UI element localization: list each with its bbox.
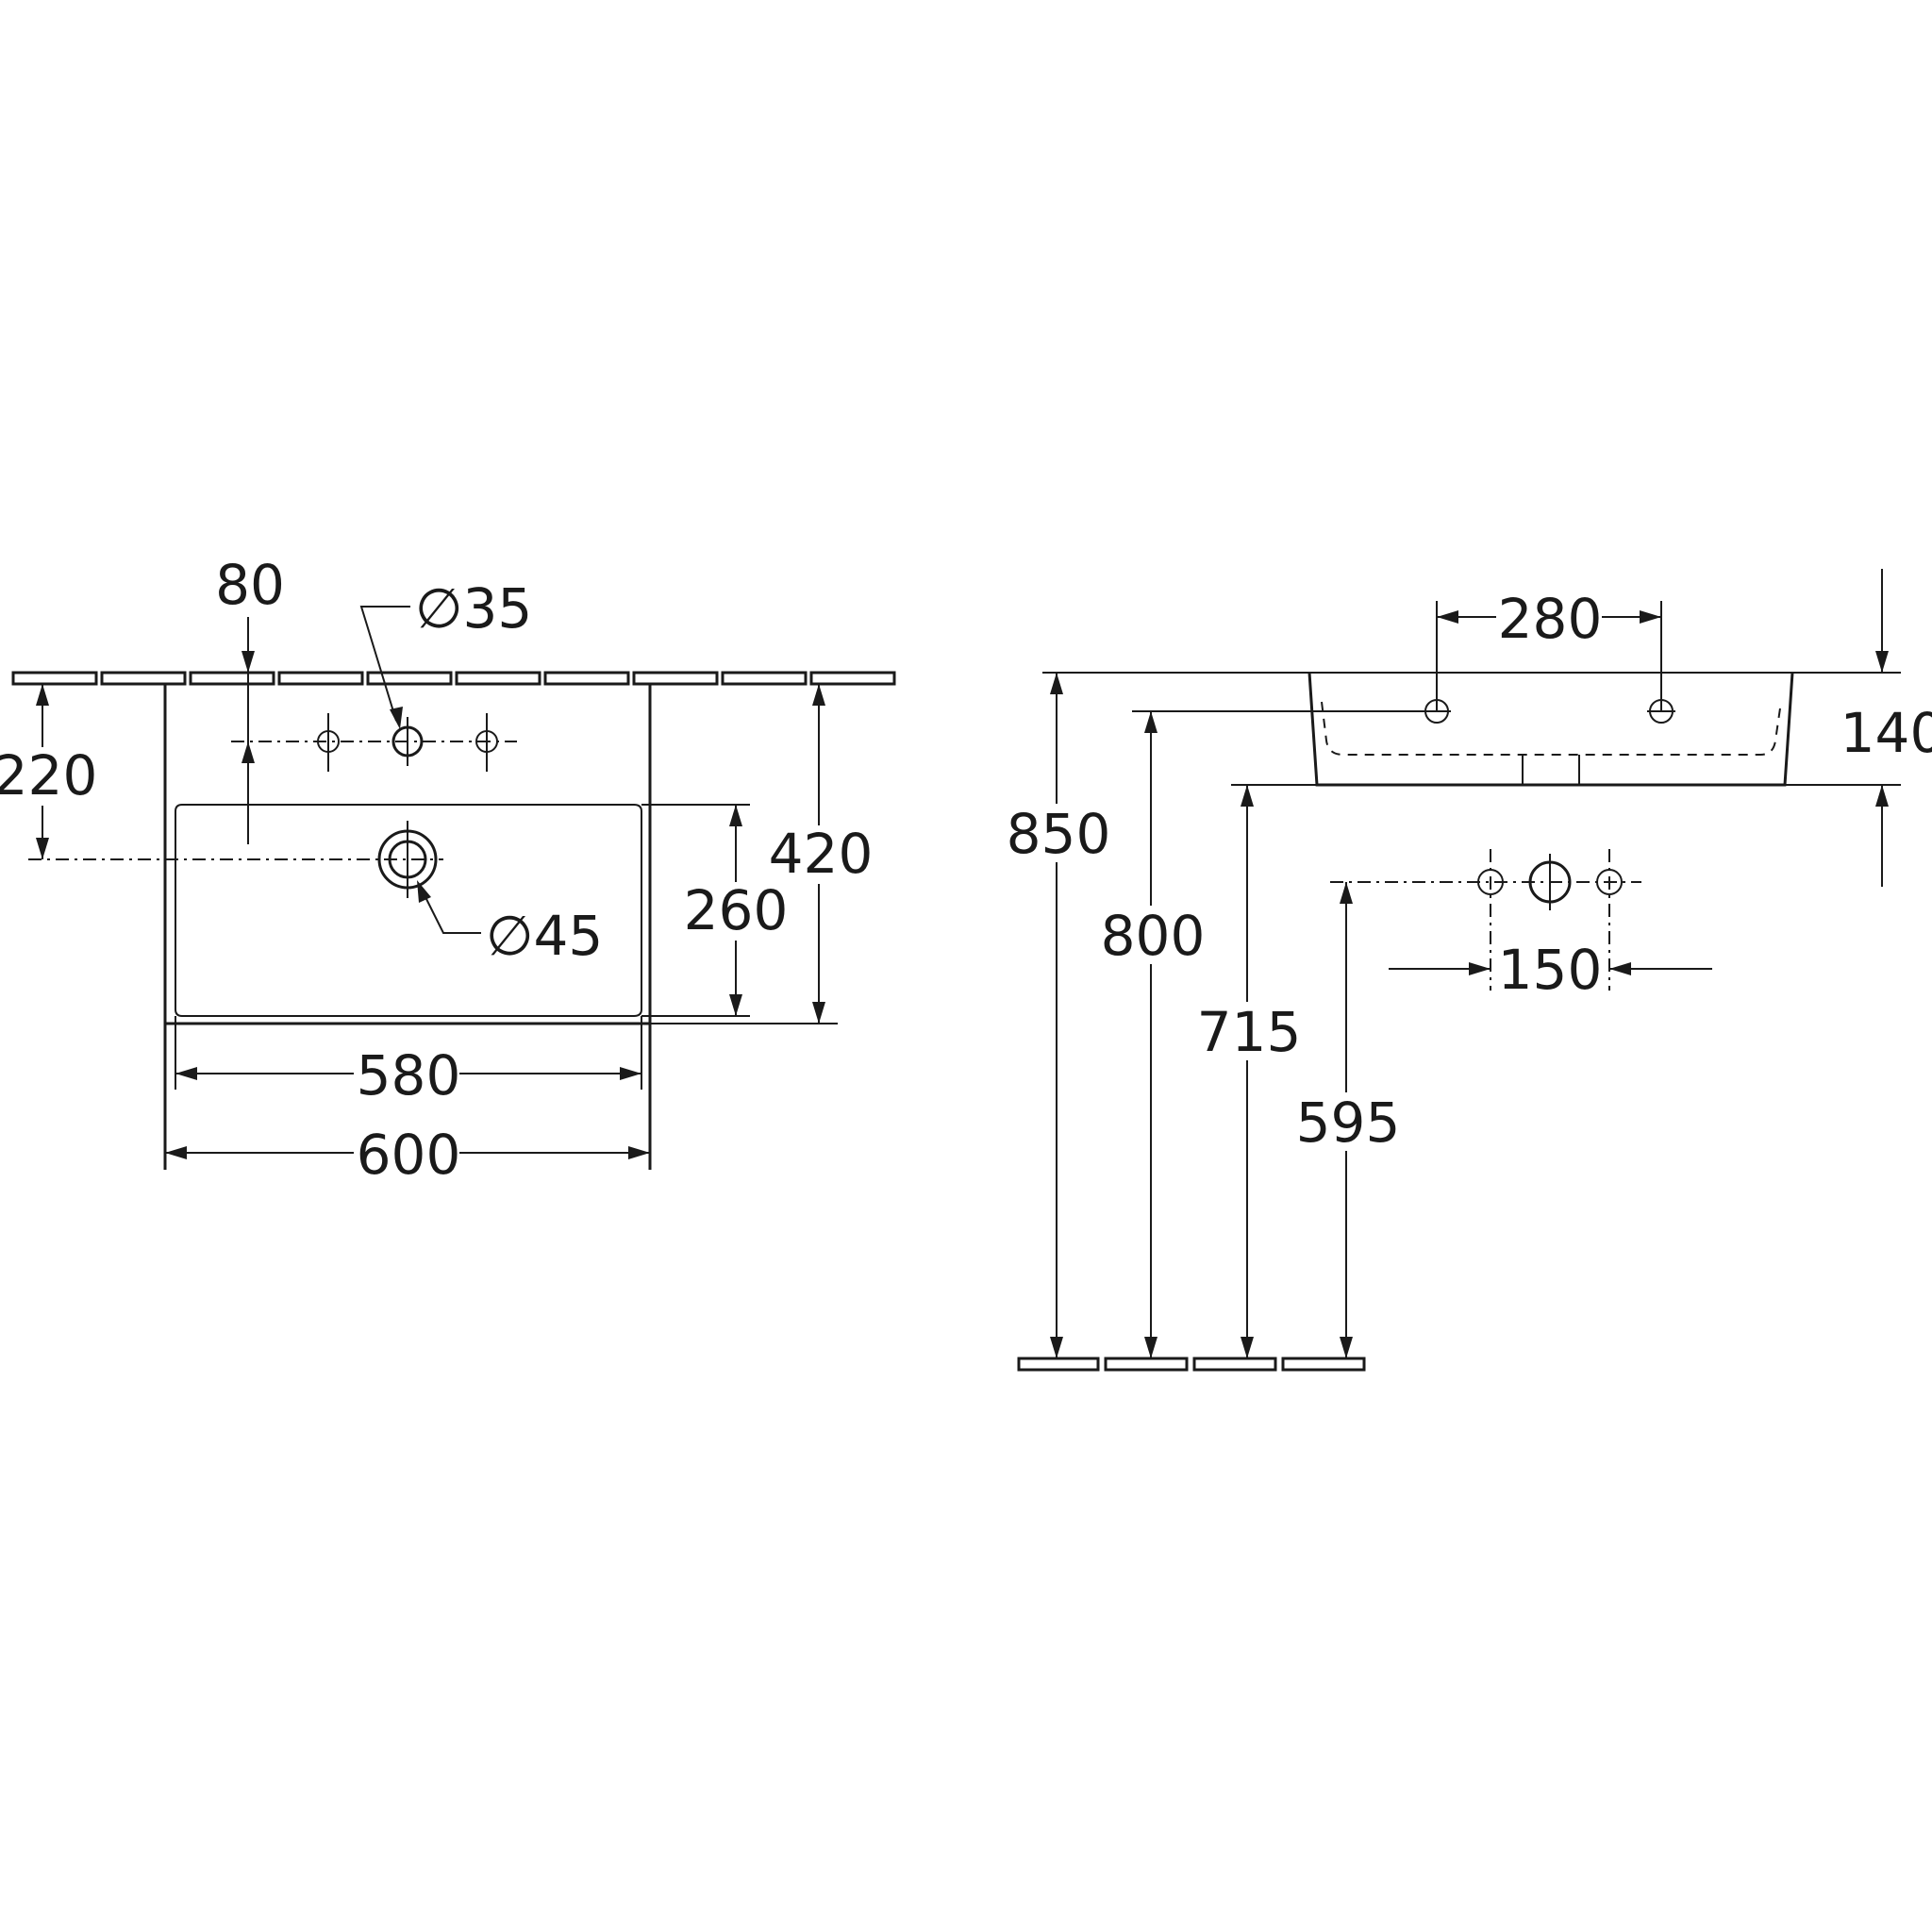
dim-140-label: 140 xyxy=(1840,701,1932,765)
dimension-280: 280 xyxy=(1436,587,1662,711)
front-view: 80 ∅35 220 ∅45 xyxy=(0,553,896,1187)
dimension-420: 420 xyxy=(650,684,873,1024)
dim-d45-label: ∅45 xyxy=(486,904,603,968)
dimension-580: 580 xyxy=(175,1016,642,1108)
dimension-715: 715 xyxy=(1196,785,1301,1358)
dim-d35-label: ∅35 xyxy=(415,576,532,641)
tap-holes xyxy=(231,713,517,772)
dim-600-label: 600 xyxy=(357,1123,461,1187)
waste-outlet xyxy=(28,821,443,898)
dimension-140: 140 xyxy=(1840,569,1932,887)
dimension-d45: ∅45 xyxy=(417,880,603,968)
floor xyxy=(1017,1357,1366,1372)
side-view: 280 140 850 xyxy=(1006,569,1932,1372)
dim-260-label: 260 xyxy=(684,878,789,942)
dimension-850: 850 xyxy=(1006,673,1110,1358)
dimension-150: 150 xyxy=(1389,938,1712,1002)
dim-595-label: 595 xyxy=(1296,1091,1401,1155)
dim-220-label: 220 xyxy=(0,743,97,808)
dimension-600: 600 xyxy=(165,1123,650,1187)
dim-800-label: 800 xyxy=(1101,904,1206,968)
dim-715-label: 715 xyxy=(1197,1000,1302,1064)
dim-850-label: 850 xyxy=(1007,802,1111,866)
dimension-800: 800 xyxy=(1100,710,1423,1358)
basin-outline xyxy=(163,684,652,1170)
dimension-260: 260 xyxy=(641,804,789,1017)
side-tap-holes xyxy=(1330,849,1641,991)
dim-150-label: 150 xyxy=(1498,938,1603,1002)
dim-280-label: 280 xyxy=(1498,587,1603,651)
basin-side-outline xyxy=(1231,672,1901,787)
dimension-595: 595 xyxy=(1295,882,1400,1358)
dim-420-label: 420 xyxy=(769,822,874,886)
dimension-220: 220 xyxy=(0,684,97,859)
dimension-d35: ∅35 xyxy=(359,576,532,729)
dim-580-label: 580 xyxy=(357,1043,461,1108)
dimension-80: 80 xyxy=(215,553,285,844)
dim-80-label: 80 xyxy=(215,553,285,617)
wall-top xyxy=(11,671,896,686)
